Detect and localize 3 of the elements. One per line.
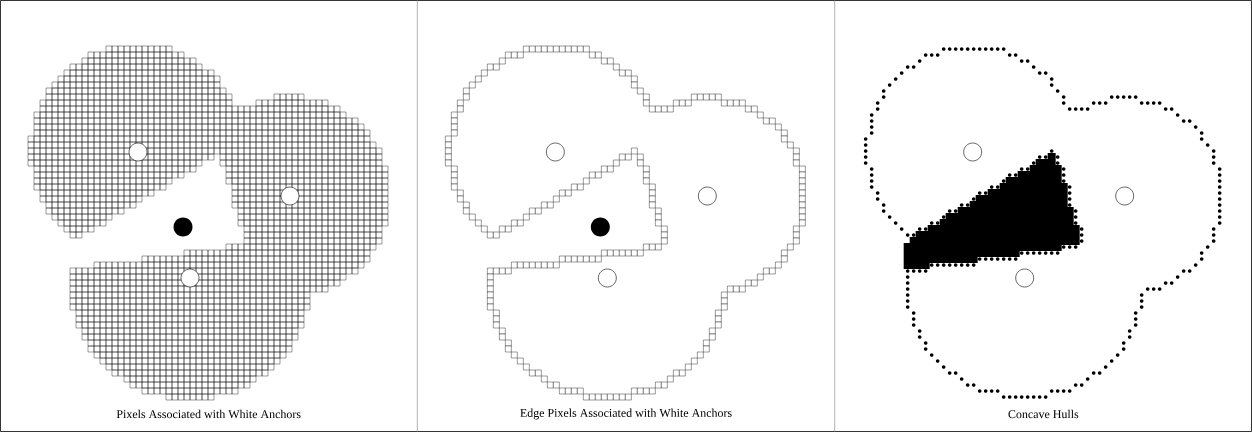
panel-caption: Edge Pixels Associated with White Anchors — [520, 408, 732, 420]
panel-caption: Pixels Associated with White Anchors — [116, 409, 301, 419]
panel-caption: Concave Hulls — [1008, 409, 1079, 419]
